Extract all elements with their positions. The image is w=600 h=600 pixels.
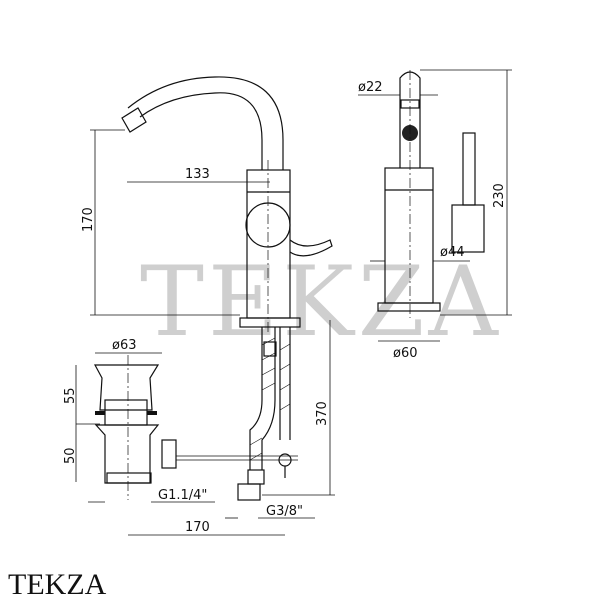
hose-line [261, 327, 276, 470]
spout-outer [127, 76, 284, 170]
dim-170-rod: 170 [185, 520, 210, 535]
dim-d60: ø60 [393, 346, 418, 361]
spout-inner [139, 92, 263, 170]
hose-nut [237, 483, 261, 501]
waste-thread [106, 472, 152, 484]
brand-logo: TEKZA [8, 568, 107, 600]
base-side [377, 302, 441, 312]
lever-side [462, 132, 476, 206]
dim-g38: G3/8" [266, 504, 303, 519]
dim-d44: ø44 [440, 245, 465, 260]
waste-top [93, 364, 160, 411]
dim-55: 55 [63, 387, 78, 404]
dim-370: 370 [315, 401, 330, 426]
lever-icon [289, 239, 333, 257]
dim-133: 133 [185, 167, 210, 182]
hose-line [249, 327, 263, 470]
rod-nut [161, 439, 177, 469]
dim-50: 50 [63, 447, 78, 464]
base-plate [239, 317, 301, 328]
dim-g114: G1.1/4" [158, 488, 207, 503]
dim-d22: ø22 [358, 80, 383, 95]
waste-valve [93, 355, 298, 500]
hose-fitting [247, 469, 265, 485]
waste-neck [104, 399, 148, 426]
front-view [121, 76, 333, 501]
hose-fitting [263, 341, 277, 357]
watermark: TEKZA [140, 246, 502, 358]
dim-230: 230 [492, 183, 507, 208]
side-view [377, 70, 485, 318]
dim-d63: ø63 [112, 338, 137, 353]
waste-body [94, 424, 160, 484]
spout-head [121, 107, 147, 133]
dimension-labels: 133 170 ø22 230 ø44 ø60 ø63 55 50 370 G1… [63, 80, 507, 535]
gasket [95, 411, 105, 415]
dimension-lines [75, 69, 512, 536]
dim-170-height: 170 [81, 207, 96, 232]
gasket [147, 411, 157, 415]
